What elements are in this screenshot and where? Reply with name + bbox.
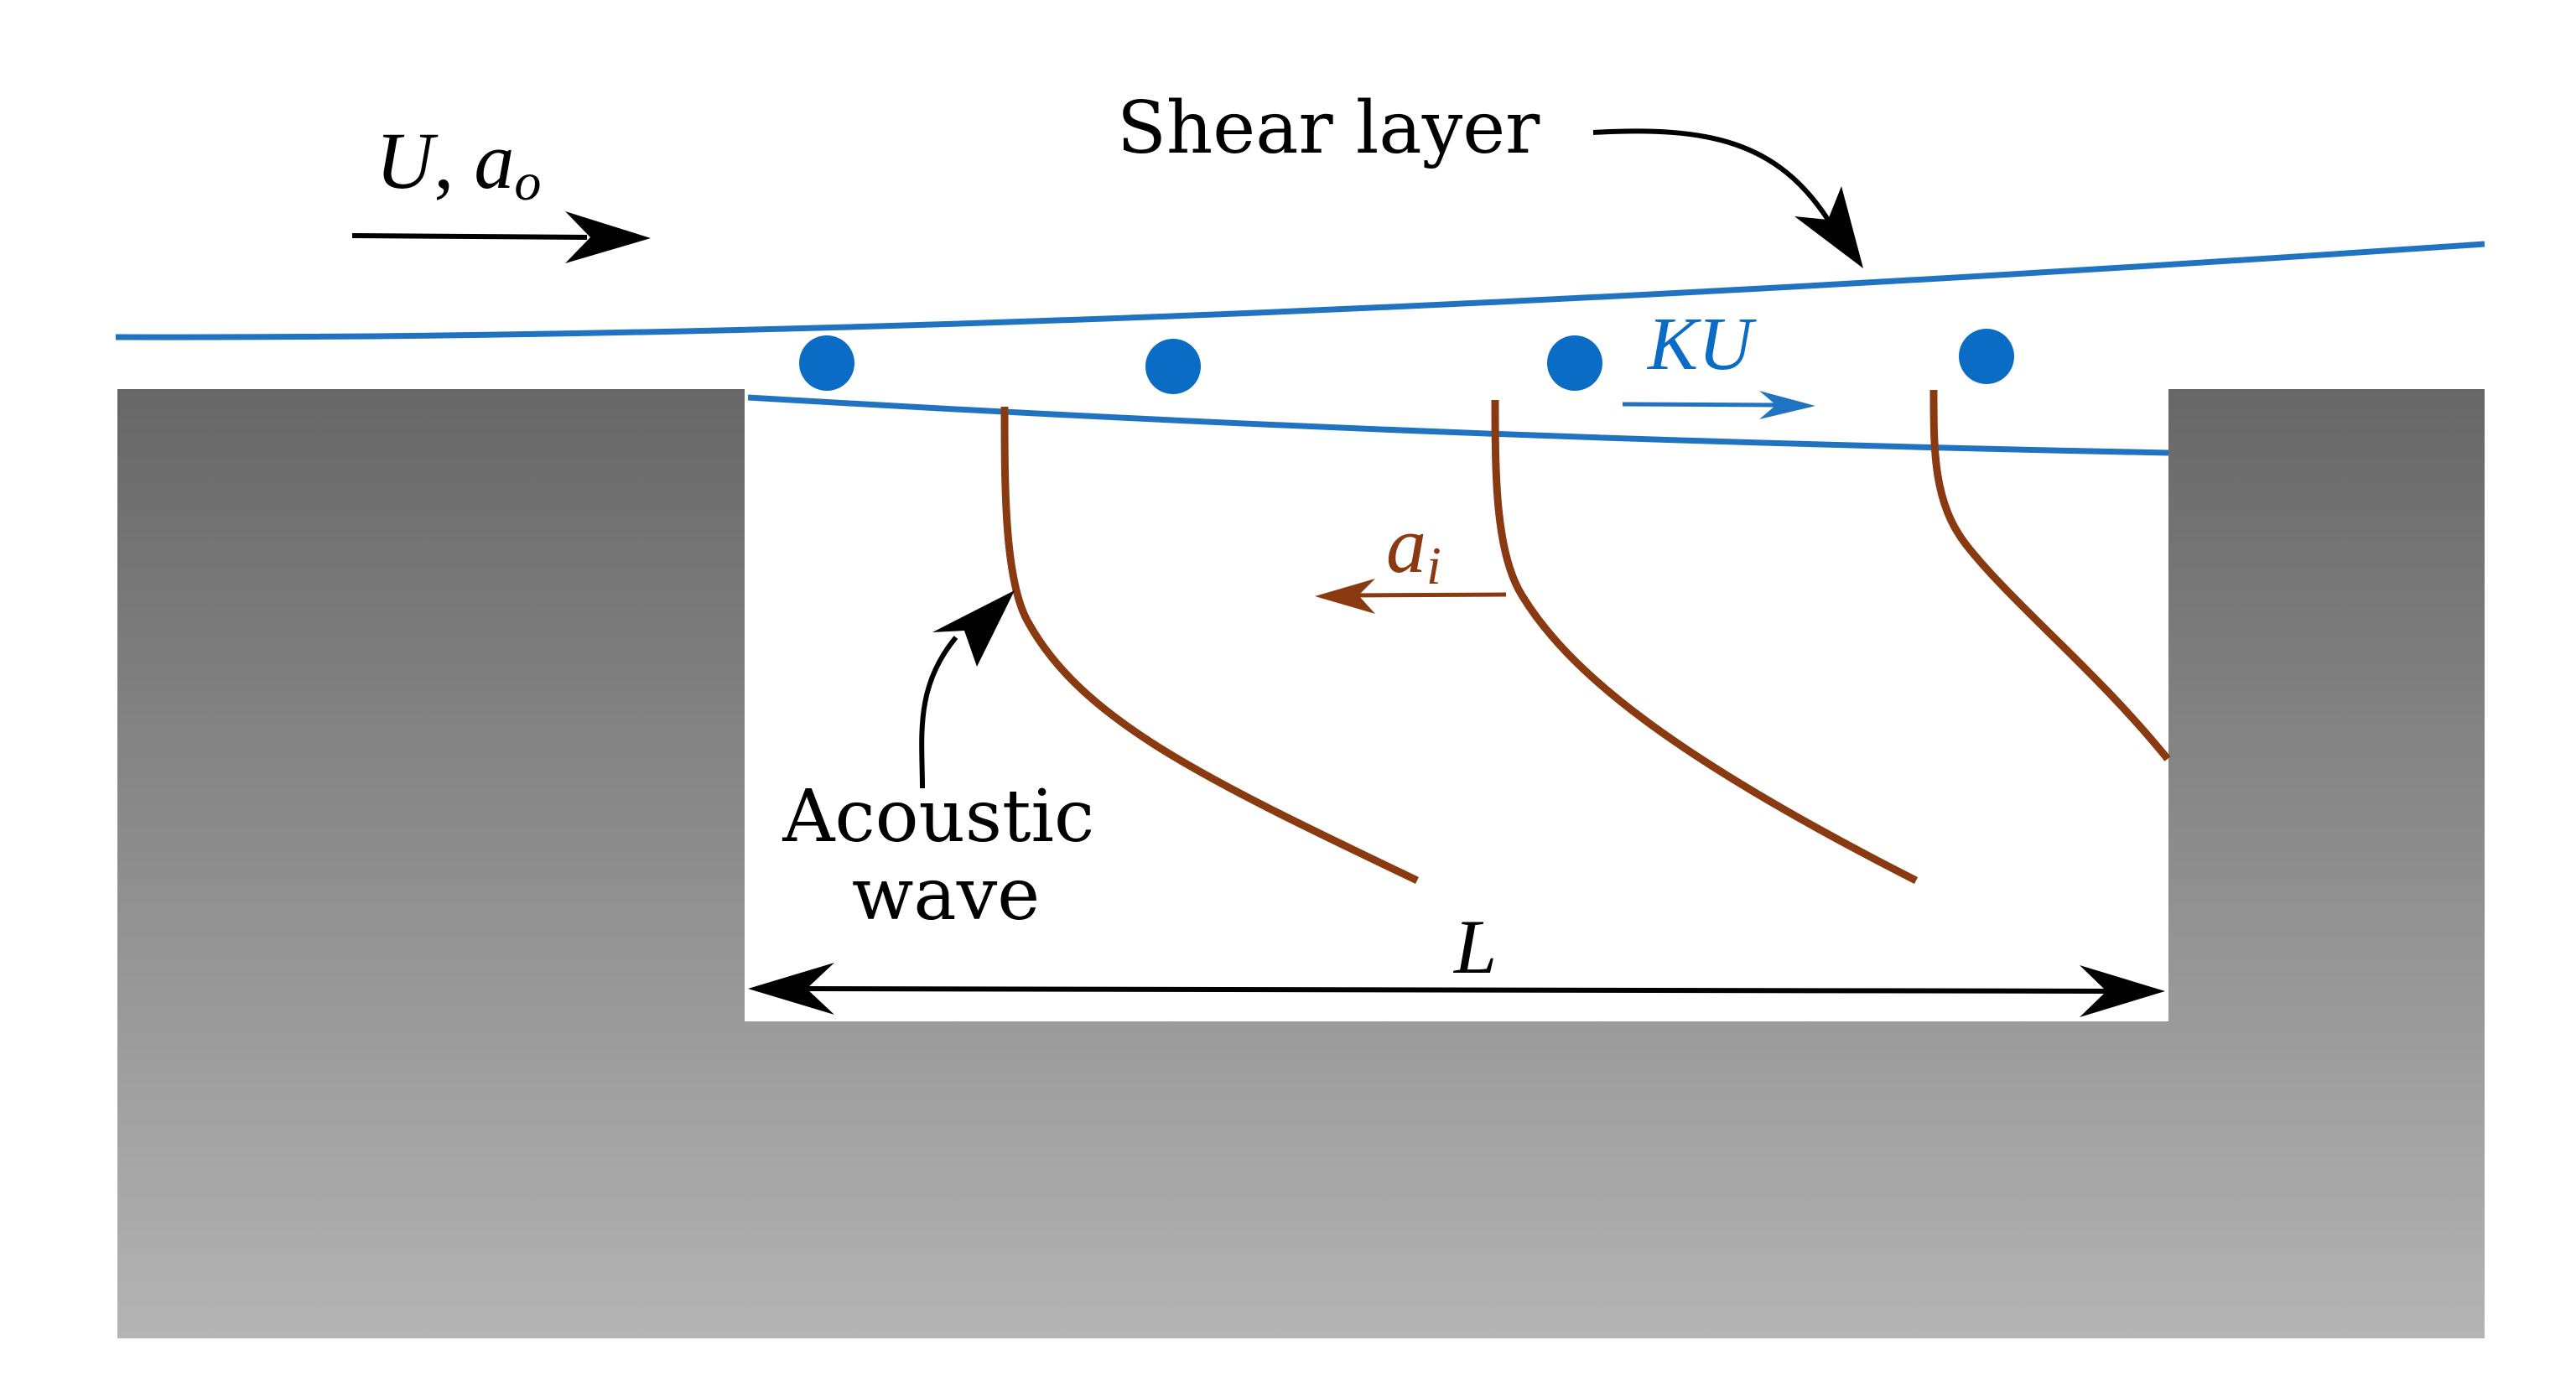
internal-sound-speed-arrow — [1315, 579, 1507, 614]
shear-layer-label: Shear layer — [1117, 86, 1540, 170]
shear-layer-pointer — [1592, 128, 1863, 268]
acoustic-wave-3 — [1929, 389, 2171, 761]
shear-layer-upper — [115, 241, 2485, 340]
cavity-length-dimension — [748, 963, 2165, 1017]
convective-speed-label: KU — [1646, 303, 1757, 386]
vortex-3 — [1547, 335, 1602, 391]
cavity-wall — [117, 389, 2485, 1338]
shear-layer-lower — [747, 394, 2169, 456]
inflow-arrow — [351, 211, 651, 263]
vortex-4 — [1959, 329, 2014, 384]
acoustic-wave-pointer — [919, 590, 1015, 789]
convective-speed-arrow — [1622, 391, 1815, 419]
acoustic-wave-label: Acoustic wave — [782, 775, 1117, 937]
internal-sound-speed-label: ai — [1386, 500, 1441, 595]
vortex-1 — [799, 335, 854, 391]
vortex-2 — [1145, 339, 1201, 394]
acoustic-wave-2 — [1491, 399, 1919, 885]
cavity-length-label: L — [1452, 904, 1497, 990]
acoustic-wave-1 — [1000, 406, 1419, 885]
inflow-label: U, ao — [376, 116, 541, 211]
